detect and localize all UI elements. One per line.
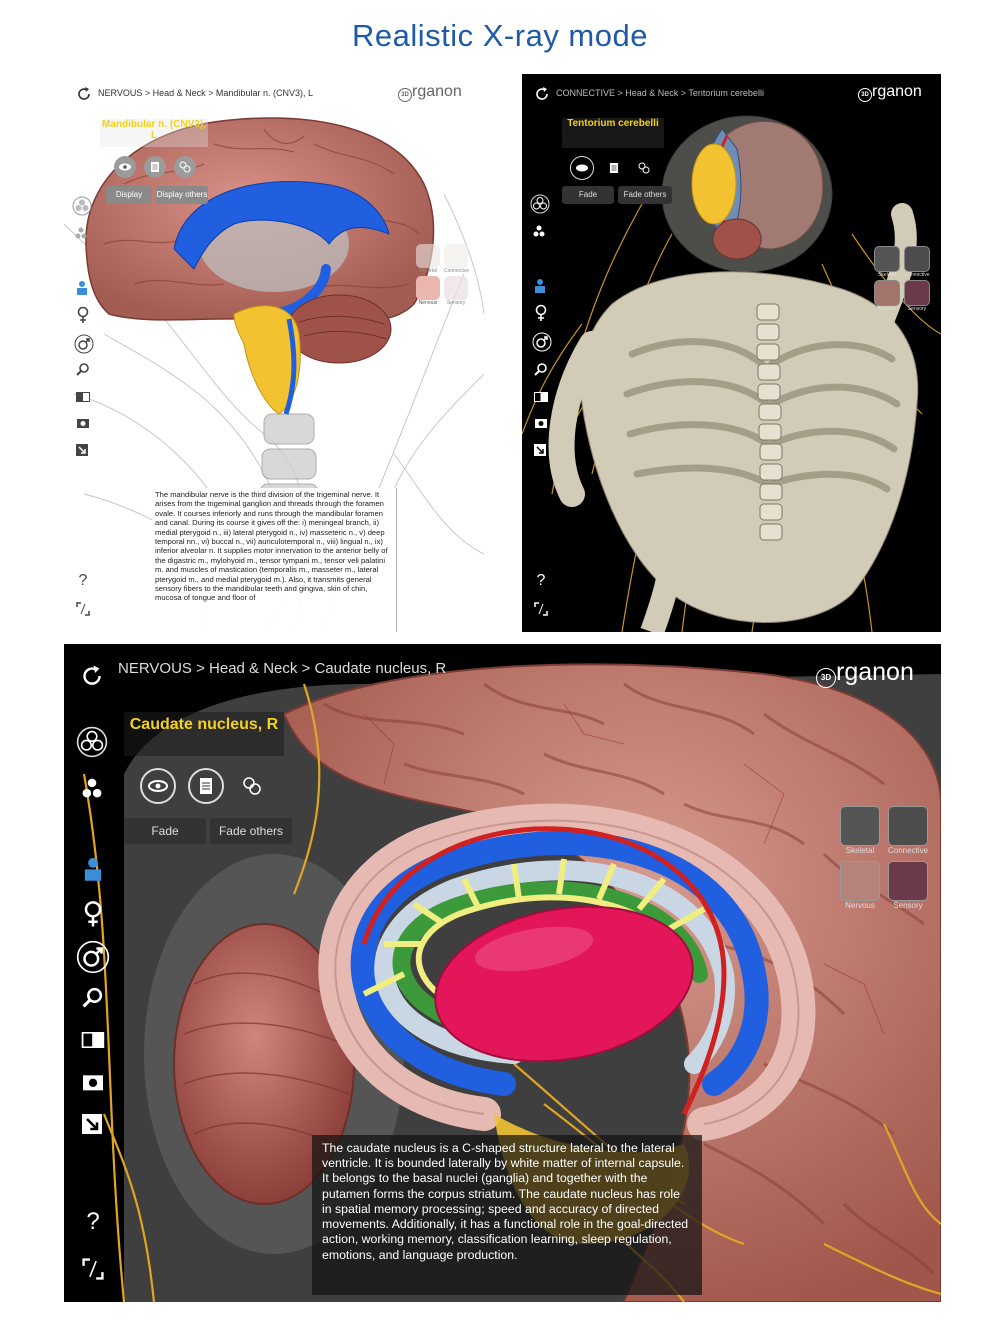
selected-structure-label: Mandibular n. (CNV3), L (100, 119, 208, 147)
help-icon[interactable]: ? (86, 1208, 100, 1235)
breadcrumb[interactable]: NERVOUS > Head & Neck > Mandibular n. (C… (98, 88, 313, 98)
screenshot-mandibular-nerve: NERVOUS > Head & Neck > Mandibular n. (C… (64, 74, 484, 632)
related-structures-button[interactable] (174, 156, 196, 178)
category-connective[interactable]: Connective (888, 806, 928, 855)
breadcrumb-system[interactable]: NERVOUS > (118, 660, 205, 677)
action-button-row: Display Display others (106, 186, 208, 204)
breadcrumb-region[interactable]: Head & Neck > (625, 88, 687, 98)
document-button[interactable] (602, 156, 626, 180)
action-button-row: Fade Fade others (124, 818, 292, 844)
help-icon[interactable]: ? (78, 572, 88, 589)
category-sensory[interactable]: Sensory (444, 276, 468, 306)
screenshot-caudate-nucleus: NERVOUS > Head & Neck > Caudate nucleus,… (64, 644, 941, 1302)
category-skeletal[interactable]: Skeletal (840, 806, 880, 855)
export-icon[interactable] (76, 444, 88, 456)
female-icon[interactable] (82, 900, 104, 928)
breadcrumb-region[interactable]: Head & Neck > (152, 88, 214, 98)
breadcrumb-structure: Mandibular n. (CNV3), L (215, 88, 313, 98)
layers-icon[interactable] (530, 194, 550, 214)
camera-icon[interactable] (80, 1072, 106, 1092)
display-others-button[interactable]: Display others (156, 186, 208, 204)
selected-structure-label: Caudate nucleus, R (124, 712, 284, 756)
related-structures-button[interactable] (234, 768, 270, 804)
visibility-eye-button[interactable] (140, 768, 176, 804)
category-grid: Skeletal Connective Nervous Sensory (840, 806, 928, 910)
dots-icon[interactable] (532, 224, 546, 238)
lateral-ventricle (350, 830, 769, 1096)
body-icon[interactable] (74, 280, 90, 298)
camera-icon[interactable] (534, 417, 548, 429)
page-title: Realistic X-ray mode (352, 18, 648, 53)
category-grid: Skeletal Connective Nervous Sensory (874, 246, 930, 312)
body-icon[interactable] (532, 278, 548, 296)
related-structures-button[interactable] (632, 156, 656, 180)
reset-icon[interactable] (76, 86, 92, 102)
search-icon[interactable] (82, 986, 104, 1008)
fullscreen-icon[interactable] (76, 602, 90, 616)
category-nervous[interactable]: Nervous (874, 280, 900, 312)
category-skeletal[interactable]: Skeletal (874, 246, 900, 278)
structure-description: The caudate nucleus is a C-shaped struct… (312, 1135, 702, 1295)
fullscreen-icon[interactable] (82, 1258, 104, 1280)
skeleton-torso (580, 271, 919, 623)
xray-toggle-icon[interactable] (76, 392, 90, 402)
breadcrumb-region[interactable]: Head & Neck > (209, 660, 311, 677)
document-button[interactable] (144, 156, 166, 178)
export-icon[interactable] (534, 444, 546, 456)
dots-icon[interactable] (74, 226, 88, 240)
selected-structure-label: Tentorium cerebelli (562, 118, 664, 148)
visibility-eye-button[interactable] (114, 156, 136, 178)
category-sensory[interactable]: Sensory (888, 861, 928, 910)
document-button[interactable] (188, 768, 224, 804)
layers-icon[interactable] (76, 726, 108, 758)
search-icon[interactable] (534, 362, 548, 376)
breadcrumb-structure: Caudate nucleus, R (314, 660, 447, 677)
category-connective[interactable]: Connective (444, 244, 469, 274)
breadcrumb[interactable]: NERVOUS > Head & Neck > Caudate nucleus,… (118, 660, 446, 677)
male-icon[interactable] (76, 940, 110, 974)
export-icon[interactable] (82, 1114, 102, 1134)
male-icon[interactable] (74, 334, 94, 354)
category-connective[interactable]: Connective (904, 246, 930, 278)
camera-icon[interactable] (76, 417, 90, 429)
body-icon[interactable] (80, 856, 106, 886)
breadcrumb-structure: Tentorium cerebelli (688, 88, 764, 98)
female-icon[interactable] (76, 306, 90, 324)
structure-description: The mandibular nerve is the third divisi… (152, 488, 397, 632)
reset-icon[interactable] (80, 664, 104, 688)
xray-toggle-icon[interactable] (80, 1032, 106, 1048)
visibility-eye-button[interactable] (570, 156, 594, 180)
category-skeletal[interactable]: Skeletal (416, 244, 440, 274)
screenshot-tentorium-cerebelli: CONNECTIVE > Head & Neck > Tentorium cer… (522, 74, 941, 632)
fullscreen-icon[interactable] (534, 602, 548, 616)
search-icon[interactable] (76, 362, 90, 376)
category-nervous[interactable]: Nervous (416, 276, 440, 306)
action-button-row: Fade Fade others (562, 186, 672, 204)
help-icon[interactable]: ? (536, 572, 546, 589)
breadcrumb-system[interactable]: CONNECTIVE > (556, 88, 623, 98)
category-grid: Skeletal Connective Nervous Sensory (416, 244, 469, 306)
category-nervous[interactable]: Nervous (840, 861, 880, 910)
display-button[interactable]: Display (106, 186, 152, 204)
fade-others-button[interactable]: Fade others (210, 818, 292, 844)
fade-button[interactable]: Fade (124, 818, 206, 844)
lateral-ventricle (173, 181, 390, 270)
fade-others-button[interactable]: Fade others (618, 186, 672, 204)
spine (756, 303, 783, 541)
category-sensory[interactable]: Sensory (904, 280, 930, 312)
dots-icon[interactable] (80, 776, 104, 800)
brainstem-nerve (233, 305, 301, 415)
layers-icon[interactable] (72, 196, 92, 216)
male-icon[interactable] (532, 332, 552, 352)
reset-icon[interactable] (534, 86, 550, 102)
breadcrumb-system[interactable]: NERVOUS > (98, 88, 151, 98)
fade-button[interactable]: Fade (562, 186, 614, 204)
breadcrumb[interactable]: CONNECTIVE > Head & Neck > Tentorium cer… (556, 88, 764, 98)
xray-toggle-icon[interactable] (534, 392, 548, 402)
female-icon[interactable] (534, 304, 548, 322)
